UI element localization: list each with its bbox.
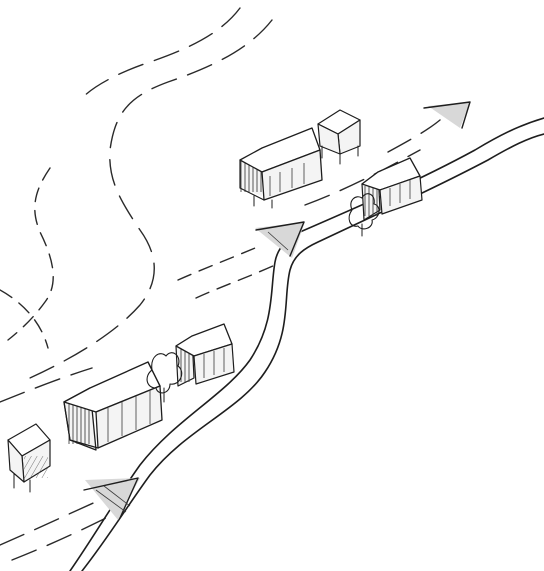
direction-arrow-top: [424, 102, 470, 128]
shed-upper: [318, 110, 360, 164]
road: [70, 118, 544, 571]
barn-right: [362, 158, 422, 220]
direction-arrow-middle: [255, 222, 305, 258]
shed-lower: [8, 424, 50, 492]
barn-middle: [176, 324, 234, 386]
direction-arrow-bottom: [84, 478, 140, 520]
barn-upper: [240, 128, 322, 208]
